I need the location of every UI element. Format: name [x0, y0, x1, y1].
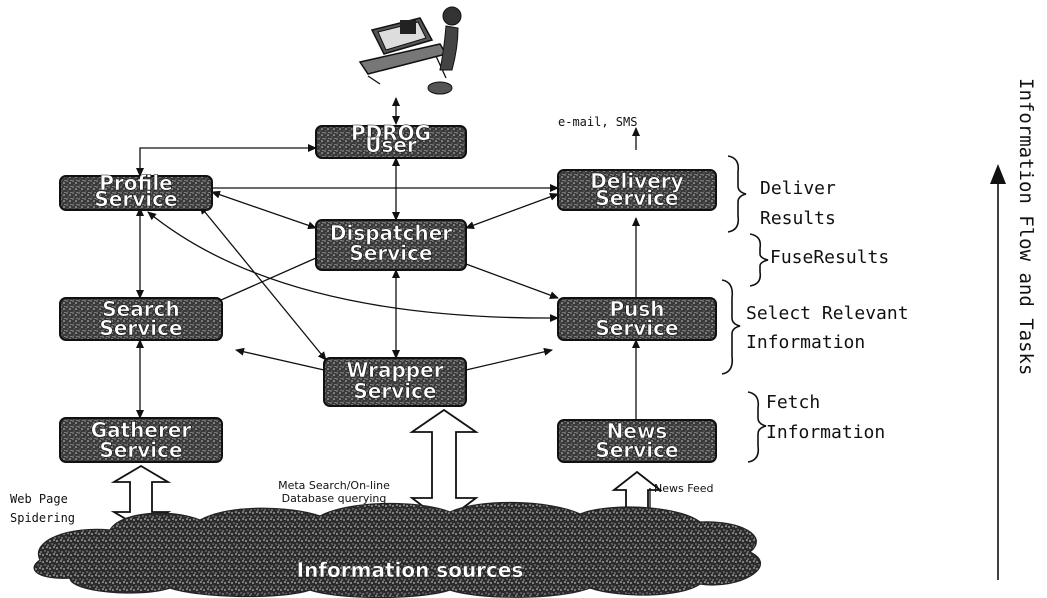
information-sources-cloud: Information sources [33, 501, 761, 598]
meta-search-line1: Meta Search/On-line [278, 479, 390, 492]
gatherer-service-box: Gatherer Service [59, 417, 223, 463]
flow-axis-label: Information Flow and Tasks [1015, 78, 1037, 375]
select-relevant-group: Select Relevant Information [721, 279, 909, 375]
wrapper-service-line2: Service [353, 379, 436, 403]
gatherer-service-line1: Gatherer [91, 418, 192, 442]
fuse-results-brace [749, 233, 769, 287]
news-service-line1: News [607, 419, 668, 443]
email-sms-label: e-mail, SMS [558, 115, 637, 129]
news-service-box: News Service [557, 419, 717, 463]
profile-service-line1: Profile [99, 171, 173, 195]
fetch-information-brace [747, 391, 767, 463]
dispatcher-service-line2: Service [349, 241, 432, 265]
pdrog-user-service-line2: User [365, 133, 417, 157]
deliver-results-brace [727, 155, 747, 233]
push-service-line2: Service [595, 316, 678, 340]
information-sources-label: Information sources [297, 558, 524, 582]
search-service-line2: Service [99, 316, 182, 340]
deliver-results-line2: Results [760, 208, 836, 229]
pdrog-user-service-box: PDROG User [315, 121, 467, 159]
flow-axis-arrowhead [990, 164, 1006, 184]
pdrog-user-service-line1: PDROG [351, 121, 431, 145]
gatherer-service-line2: Service [99, 438, 182, 462]
search-service-box: Search Service [59, 297, 223, 341]
fetch-information-line2: Information [766, 422, 885, 443]
push-service-line1: Push [609, 297, 664, 321]
dispatcher-service-box: Dispatcher Service [315, 219, 467, 271]
web-spidering-line1: Web Page [10, 492, 68, 506]
push-service-box: Push Service [557, 297, 717, 341]
fuse-results-label: FuseResults [770, 247, 889, 268]
select-relevant-brace [721, 279, 741, 375]
connectors [136, 97, 640, 420]
delivery-service-line1: Delivery [590, 169, 683, 193]
fuse-results-group: FuseResults [749, 233, 889, 287]
news-feed-label: News Feed [654, 482, 713, 495]
web-spidering-line2: Spidering [10, 511, 75, 525]
fetch-information-group: Fetch Information [747, 391, 885, 463]
profile-service-box: Profile Service [59, 171, 213, 211]
deliver-results-line1: Deliver [760, 178, 836, 199]
select-relevant-line2: Information [746, 332, 865, 353]
fetch-information-line1: Fetch [766, 392, 820, 413]
select-relevant-line1: Select Relevant [746, 303, 909, 324]
meta-search-line2: Database querying [282, 492, 387, 505]
wrapper-service-line1: Wrapper [346, 358, 443, 382]
wrapper-service-box: Wrapper Service [323, 357, 467, 407]
profile-service-line2: Service [94, 187, 177, 211]
deliver-results-group: Deliver Results [727, 155, 836, 233]
computer-user-icon [358, 6, 462, 95]
search-service-line1: Search [102, 297, 179, 321]
information-flow-axis: Information Flow and Tasks [990, 78, 1037, 580]
news-service-line2: Service [595, 438, 678, 462]
delivery-service-line2: Service [595, 186, 678, 210]
dispatcher-service-line1: Dispatcher [330, 221, 452, 245]
delivery-service-box: Delivery Service [557, 169, 717, 211]
